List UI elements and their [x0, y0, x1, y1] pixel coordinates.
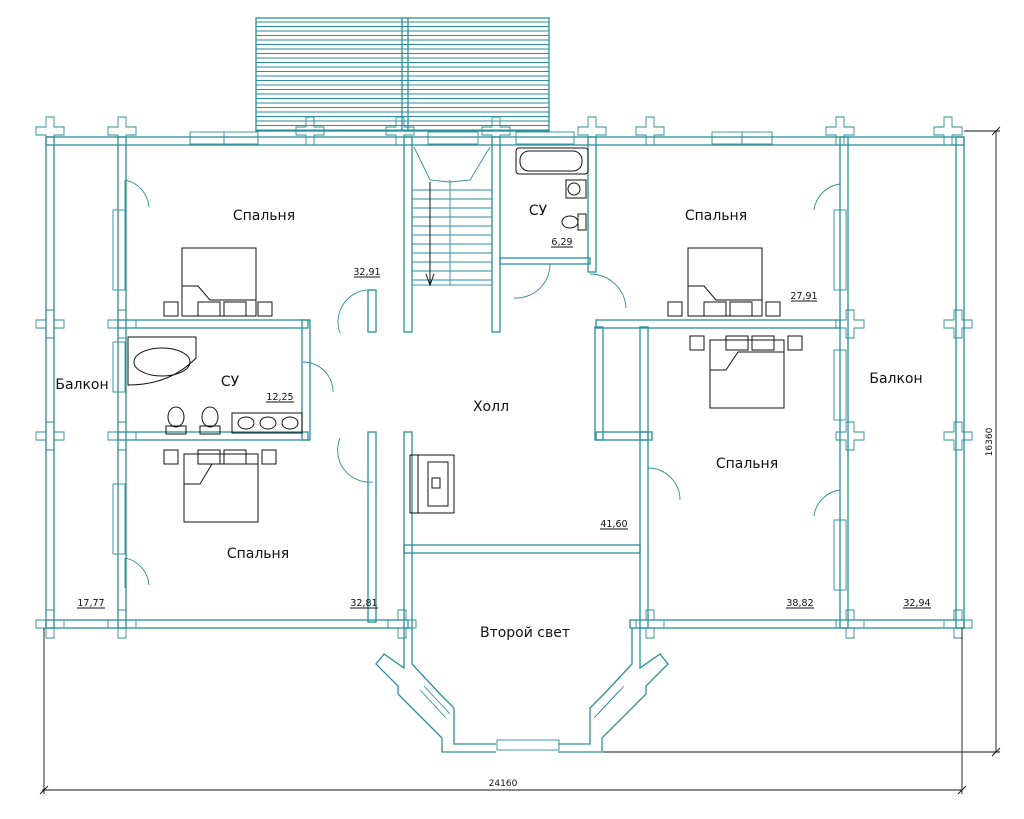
second-light-label: Второй свет [480, 625, 570, 641]
area-bath-top: 6,29 [551, 237, 572, 248]
windows [112, 131, 847, 751]
interior-walls [117, 136, 849, 629]
bed-top-right [667, 247, 781, 317]
bed-bottom-left [163, 449, 277, 523]
area-bedroom-right: 38,82 [786, 598, 813, 609]
area-bath-left: 12,25 [266, 392, 293, 403]
bed-right [689, 335, 803, 409]
log-joints [35, 116, 973, 639]
dimension-lines [39, 126, 1001, 795]
area-bedroom-bottom-left: 32,81 [350, 598, 377, 609]
bedroom-right-label: Спальня [716, 456, 778, 472]
bath-top-label: СУ [529, 203, 548, 219]
bath-left-fixtures [127, 336, 303, 435]
bath-left-label: СУ [221, 374, 240, 390]
balcony-right-label: Балкон [869, 371, 922, 387]
bedroom-top-right-label: Спальня [685, 208, 747, 224]
area-balcony-right: 32,94 [903, 598, 930, 609]
area-bedroom-top-left: 32,91 [353, 267, 380, 278]
bedroom-bottom-left-label: Спальня [227, 546, 289, 562]
fireplace [409, 454, 455, 514]
bed-top-left [163, 247, 273, 317]
bay-window [375, 628, 1000, 753]
balcony-left-label: Балкон [55, 377, 108, 393]
doors [124, 179, 841, 588]
staircase [411, 144, 493, 287]
hall-label: Холл [473, 399, 509, 415]
dimension-height: 16360 [985, 427, 995, 456]
bath-top-fixtures [515, 147, 589, 231]
dimension-width: 24160 [489, 779, 518, 789]
outer-walls [45, 136, 965, 629]
bedroom-top-left-label: Спальня [233, 208, 295, 224]
area-bedroom-top-right: 27,91 [790, 291, 817, 302]
terrace-hatch [255, 17, 550, 132]
area-balcony-left: 17,77 [77, 598, 104, 609]
area-hall: 41,60 [600, 519, 627, 530]
